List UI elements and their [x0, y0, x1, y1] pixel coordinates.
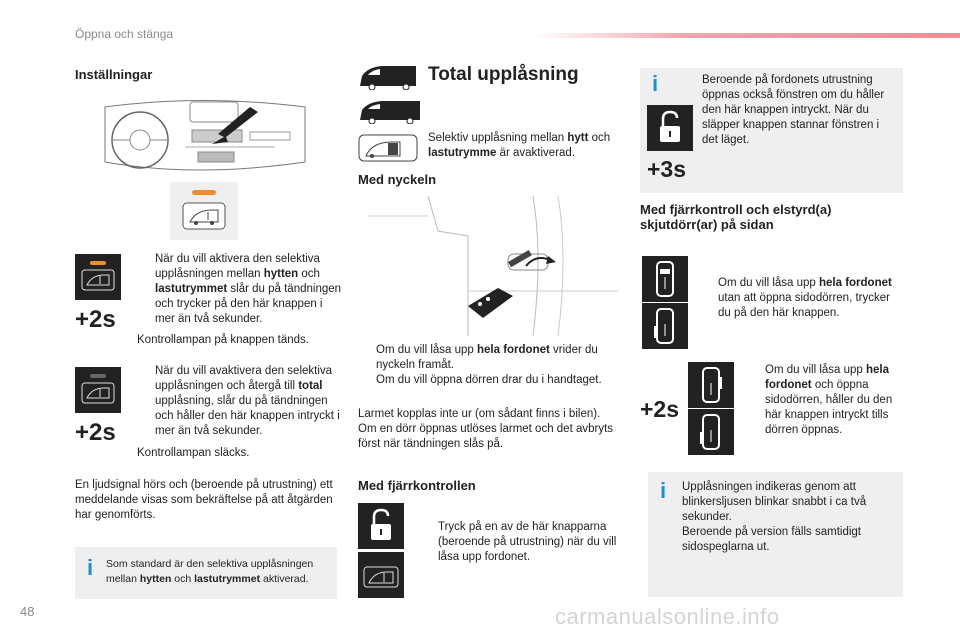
activate-button-image [75, 254, 121, 300]
selective-disabled-text: Selektiv upplåsning mellan hytt och last… [428, 132, 611, 159]
remote-text: Tryck på en av de här knapparna (beroend… [438, 521, 617, 563]
door-key-illustration [368, 196, 618, 336]
activate-bullet: När du vill aktivera den selektiva upplå… [137, 252, 345, 327]
key-bullets: Om du vill låsa upp hela fordonet vrider… [358, 343, 620, 388]
key-open-text: Om du vill öppna dörren drar du i handta… [376, 374, 602, 386]
bullet-marker [420, 520, 438, 565]
alarm-paragraph: Larmet kopplas inte ur (om sådant finns … [358, 408, 614, 450]
deactivate-bullet: När du vill avaktivera den selektiva upp… [137, 364, 345, 439]
unlock-padlock-icon [371, 508, 391, 540]
van-top-view-door-icon [702, 367, 722, 403]
hold-2s-badge: +2s [640, 396, 680, 422]
info-icon: i [660, 478, 667, 503]
unlock-no-door-bullet: Om du vill låsa upp hela fordonet utan a… [700, 276, 905, 321]
unlock-padlock-icon [660, 110, 680, 142]
indicators-info-text: Upplåsningen indikeras genom att blinker… [682, 481, 867, 553]
bullet-marker [358, 373, 376, 388]
bullet-marker [358, 343, 376, 373]
dashboard-illustration [104, 100, 306, 171]
van-lamp-off-icon [81, 374, 115, 404]
hold-2s-badge: +2s [75, 419, 116, 446]
info-icon: i [652, 71, 659, 96]
windows-info-text: Beroende på fordonets utrustning öppnas … [702, 74, 885, 146]
remote-unlock-button-image [358, 503, 404, 549]
bullet-marker [137, 252, 155, 327]
with-key-title: Med nyckeln [358, 172, 437, 187]
bullet-text: När du vill avaktivera den selektiva upp… [155, 365, 340, 437]
remote-bullet: Tryck på en av de här knapparna (beroend… [420, 520, 620, 565]
settings-title: Inställningar [75, 67, 153, 82]
header-accent-bar [535, 33, 960, 38]
info-box-indicators: i Upplåsningen indikeras genom att blink… [648, 472, 903, 597]
open-door-button-image [688, 409, 734, 455]
bullet-text: Om du vill låsa upp hela fordonet utan a… [718, 277, 892, 319]
page-number: 48 [20, 604, 35, 619]
unlock-open-door-image [642, 303, 688, 349]
indicator-lamp [192, 190, 216, 195]
van-top-view-icon [656, 261, 674, 297]
hold-2s-badge: +2s [75, 306, 116, 333]
van-top-view-door-icon [654, 308, 674, 344]
van-lamp-on-icon [81, 261, 115, 291]
info-note-text: Som standard är den selektiva upplåsning… [106, 558, 314, 585]
sliding-door-title: Med fjärrkontroll och elstyrd(a) skjutdö… [640, 202, 832, 232]
open-door-button-image [688, 362, 734, 408]
van-front-unlock-icon [360, 66, 416, 90]
selective-lock-button-icon [358, 134, 418, 162]
hold-3s-badge: +3s [647, 156, 687, 182]
info-icon: i [87, 555, 94, 580]
van-selective-icon [182, 202, 226, 230]
van-full-unlock-icon [360, 101, 420, 124]
van-unlock-icon [363, 566, 399, 588]
button-panel [170, 182, 238, 240]
bullet-text: När du vill aktivera den selektiva upplå… [155, 253, 342, 325]
section-header: Öppna och stänga [75, 27, 174, 41]
remote-van-button-image [358, 552, 404, 598]
lamp-on-note: Kontrollampan på knappen tänds. [137, 334, 309, 346]
bullet-marker [700, 276, 718, 321]
key-unlock-text: Om du vill låsa upp hela fordonet vrider… [376, 344, 598, 371]
unlock-button-image [647, 105, 693, 151]
lamp-off-note: Kontrollampan släcks. [137, 447, 250, 459]
total-unlock-title: Total upplåsning [428, 64, 579, 85]
info-note-default: i Som standard är den selektiva upplåsni… [75, 547, 337, 599]
watermark: carmanualsonline.info [555, 604, 780, 629]
bullet-marker [747, 363, 765, 438]
deactivate-button-image [75, 367, 121, 413]
open-door-bullet: Om du vill låsa upp hela fordonet och öp… [747, 363, 905, 438]
info-box-windows: i +3s Beroende på fordonets utrustning ö… [640, 68, 903, 193]
unlock-no-door-image [642, 256, 688, 302]
bullet-text: Om du vill låsa upp hela fordonet och öp… [765, 364, 893, 436]
remote-title: Med fjärrkontrollen [358, 478, 476, 493]
confirmation-paragraph: En ljudsignal hörs och (beroende på utru… [75, 479, 333, 521]
van-top-view-door-icon [700, 414, 720, 450]
bullet-marker [137, 364, 155, 439]
